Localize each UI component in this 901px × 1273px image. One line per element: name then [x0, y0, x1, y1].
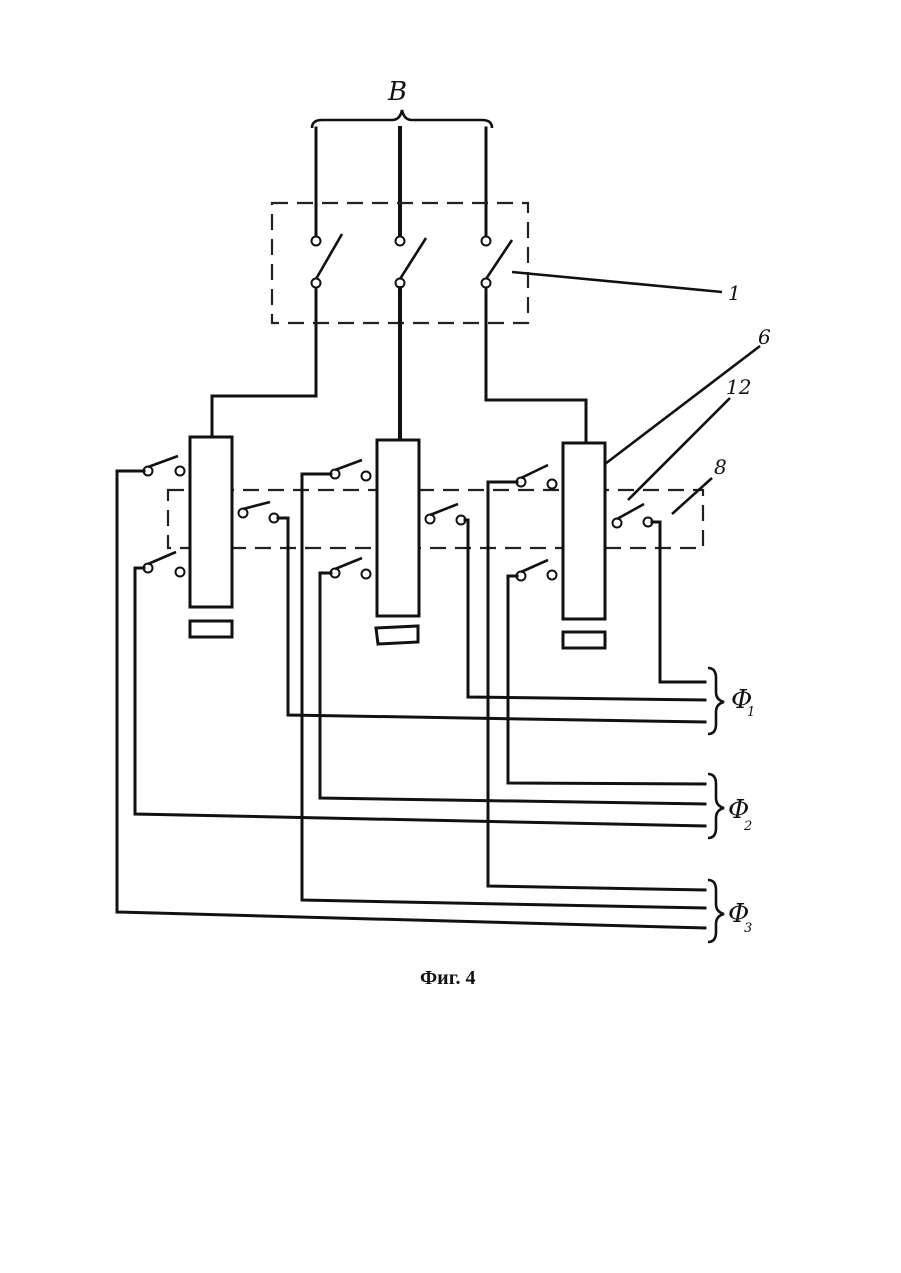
label-supply: B — [387, 77, 407, 107]
relay1-contact-bottom — [144, 552, 185, 577]
leader-bar — [672, 478, 712, 514]
label-relay: 6 — [758, 325, 771, 349]
main-switch-pole-1 — [312, 234, 343, 288]
relay1-contact-mid — [239, 502, 279, 523]
brace-phi2 — [708, 774, 724, 838]
group-index-1: 1 — [747, 705, 755, 720]
supply-brace — [312, 110, 492, 128]
main-switch-pole-2 — [396, 237, 427, 288]
main-switch-pole-3 — [482, 237, 513, 288]
brace-phi1 — [708, 668, 724, 734]
leader-contact — [628, 398, 730, 500]
group-index-3: 3 — [744, 921, 752, 936]
relay2-contact-mid — [426, 504, 466, 525]
relay3-contact-top — [517, 465, 557, 489]
group-index-2: 2 — [743, 819, 752, 834]
relay-coil-1 — [190, 437, 232, 607]
relay3-contact-mid — [613, 504, 653, 528]
label-bar: 8 — [714, 455, 727, 479]
relay-armature-2 — [376, 626, 418, 644]
feed-line-1 — [212, 288, 316, 440]
relay-coil-3 — [563, 443, 605, 619]
feed-line-3 — [486, 288, 586, 444]
figure-caption: Фиг. 4 — [420, 967, 476, 989]
brace-phi3 — [708, 880, 724, 942]
relay2-contact-bottom — [331, 558, 371, 579]
leader-switch — [512, 272, 722, 292]
relay1-contact-top — [144, 456, 185, 476]
label-contact: 12 — [726, 375, 751, 399]
wire-phi1-a — [652, 522, 705, 682]
relay-armature-3 — [563, 632, 605, 648]
relay2-contact-top — [331, 460, 371, 481]
label-switch: 1 — [728, 281, 741, 305]
relay-coil-2 — [377, 440, 419, 616]
relay3-contact-bottom — [517, 560, 557, 581]
relay-armature-1 — [190, 621, 232, 637]
wire-phi3-b — [302, 474, 705, 908]
